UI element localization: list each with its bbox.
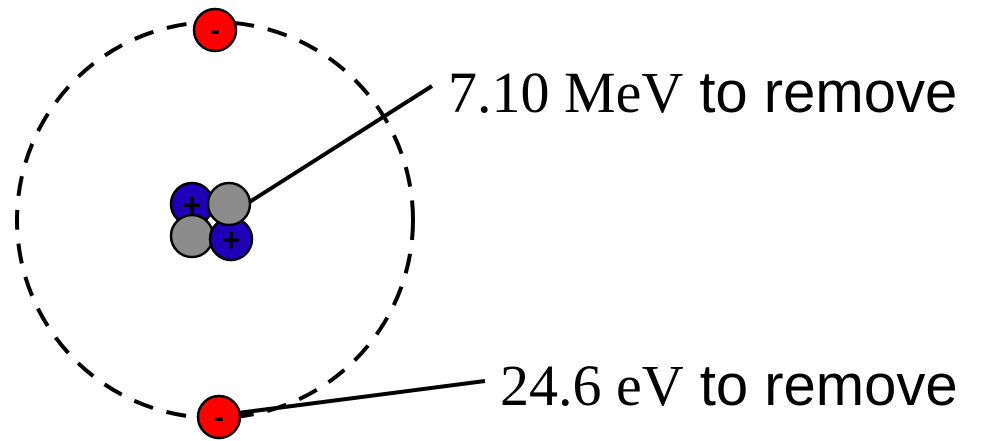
electron-sign: - bbox=[214, 401, 224, 434]
electron-leader-line bbox=[237, 379, 486, 415]
proton-sign: + bbox=[183, 187, 202, 223]
electron-sign: - bbox=[210, 14, 220, 47]
electron-removal-energy-label: 24.6 eV to remove bbox=[500, 353, 958, 418]
neutron-bottom-left bbox=[169, 213, 215, 259]
electron-bottom: - bbox=[196, 394, 242, 440]
nucleus: + + bbox=[169, 181, 254, 262]
proton-sign: + bbox=[222, 222, 241, 258]
electron-top: - bbox=[192, 7, 238, 53]
neutron-top-right bbox=[206, 181, 252, 227]
nuclear-removal-energy-label: 7.10 MeV to remove bbox=[448, 60, 957, 125]
nuclear-leader-line bbox=[246, 84, 434, 205]
